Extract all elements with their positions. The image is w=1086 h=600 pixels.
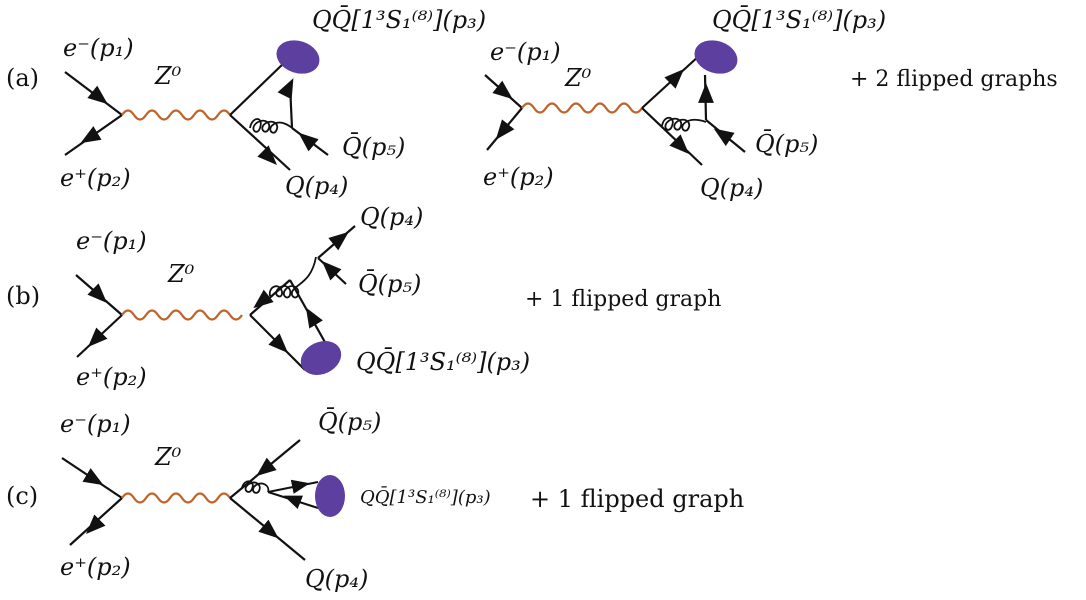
meson-quark-line [267,481,319,493]
meson-blob [315,475,345,517]
panel-a-note: + 2 flipped graphs [850,67,1058,92]
antiquark-label: Q̄(p₅) [342,133,405,161]
meson-quark-arrow [277,78,294,100]
positron-arrow [85,514,106,535]
meson-blob [694,40,738,74]
panel-b-tag: (b) [6,282,40,310]
panel-a-tag: (a) [6,64,39,92]
antiquark-arrow [713,128,735,147]
z-boson-propagator [121,309,243,321]
electron-label: e⁻(p₁) [60,410,131,438]
panel-c-diagram: (c) e⁻(p₁) Z⁰ e⁺(p₂) Q̄(p₅) Q(p₄) QQ̄[1³… [6,408,744,593]
meson-quark-line-up [641,54,701,109]
panel-a-right-diagram: e⁻(p₁) Z⁰ e⁺(p₂) Q̄(p₅) Q(p₄) QQ̄[1³S₁⁽⁸… [483,6,1058,202]
quark-line-up [229,61,286,116]
z-boson-propagator [521,102,643,114]
lower-quark-arrow [268,333,289,354]
z-boson-propagator [121,109,231,121]
electron-arrow [82,468,104,486]
positron-label: e⁺(p₂) [76,363,147,391]
quark-arrow [669,134,690,155]
electron-label: e⁻(p₁) [490,38,561,66]
meson-label: QQ̄[1³S₁⁽⁸⁾](p₃) [712,6,886,34]
positron-arrow [87,327,108,348]
quark-arrow [257,145,278,166]
positron-line [69,497,123,546]
electron-arrow [87,85,108,105]
quark-label: Q(p₄) [700,174,763,202]
electron-line [64,71,123,116]
meson-quark-arrow [290,479,310,494]
quark-arrow [258,519,279,539]
electron-label: e⁻(p₁) [76,227,147,255]
z-boson-label: Z⁰ [154,62,182,90]
positron-label: e⁺(p₂) [60,164,131,192]
positron-line [76,314,123,358]
meson-blob [276,40,320,74]
quark-label: Q(p₄) [285,172,348,200]
z-boson-label: Z⁰ [154,443,182,471]
meson-quark-line [288,84,294,129]
panel-c-note: + 1 flipped graph [530,485,744,513]
quark-line-down [229,114,291,171]
quark-label: Q(p₄) [360,203,423,231]
meson-label: QQ̄[1³S₁⁽⁸⁾](p₃) [356,348,530,376]
gluon-line [241,480,270,494]
electron-arrow [492,80,513,100]
positron-label: e⁺(p₂) [60,553,131,581]
antiquark-arrow [321,260,342,281]
positron-arrow [80,126,102,144]
antiquark-arrow [298,132,319,152]
panel-b-diagram: (b) e⁻(p₁) Z⁰ e⁺(p₂) Q(p₄) Q̄(p₅) QQ̄[1³… [6,203,721,391]
positron-label: e⁺(p₂) [483,163,554,191]
antiquark-label: Q̄(p₅) [318,408,381,436]
z-boson-propagator [121,492,231,504]
meson-antiquark-arrow [283,495,304,510]
meson-blob [300,340,342,376]
antiquark-arrow [256,457,277,477]
z-boson-label: Z⁰ [167,260,195,288]
panel-a-left-diagram: (a) e⁻(p₁) Z⁰ e⁺(p₂) Q̄(p₅) Q(p₄) QQ̄[1³… [6,6,486,200]
quark-label: Q(p₄) [305,565,368,593]
electron-label: e⁻(p₁) [63,34,134,62]
meson-label: QQ̄[1³S₁⁽⁸⁾](p₃) [312,6,486,34]
quark-line-down [641,107,703,166]
z-boson-label: Z⁰ [564,64,592,92]
quark-arrow [328,231,349,251]
meson-quark-arrow [664,68,685,89]
gluon-line [249,118,293,134]
meson-arrow [305,307,323,329]
gluon-line [268,256,317,299]
gluon-line [661,116,707,132]
upper-quark-arrow [253,289,274,309]
antiquark-label: Q̄(p₅) [358,270,421,298]
meson-label: QQ̄[1³S₁⁽⁸⁾](p₃) [360,485,491,508]
antiquark-label: Q̄(p₅) [755,130,818,158]
panel-b-note: + 1 flipped graph [525,287,721,312]
electron-arrow [87,283,108,304]
panel-c-tag: (c) [6,482,38,510]
positron-arrow [495,119,515,140]
